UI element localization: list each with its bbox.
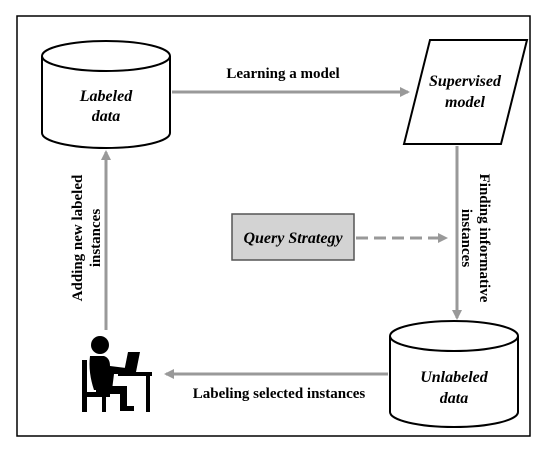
labeled-data-line1: Labeled: [79, 88, 133, 105]
query-strategy-box: Query Strategy: [231, 213, 355, 261]
supervised-model-line1: Supervised: [429, 73, 502, 90]
adding-label-line1: Adding new labeled: [70, 174, 86, 301]
diagram-frame: [16, 15, 531, 437]
finding-label-line2: instances: [458, 209, 474, 268]
finding-label-line1: Finding informative: [476, 174, 492, 303]
learning-label: Learning a model: [226, 66, 339, 82]
query-strategy-label: Query Strategy: [243, 230, 343, 247]
labeled-data-line2: data: [92, 108, 120, 125]
labeled-data-cylinder: Labeled data: [41, 40, 171, 149]
person-at-laptop-icon: [82, 336, 152, 412]
labeling-label: Labeling selected instances: [193, 386, 366, 402]
unlabeled-data-line1: Unlabeled: [420, 369, 489, 386]
unlabeled-data-line2: data: [440, 390, 468, 407]
supervised-model-line2: model: [445, 94, 486, 111]
supervised-model-box: Supervised model: [402, 39, 529, 145]
unlabeled-data-cylinder: Unlabeled data: [389, 320, 519, 428]
adding-label-line2: instances: [88, 209, 104, 268]
